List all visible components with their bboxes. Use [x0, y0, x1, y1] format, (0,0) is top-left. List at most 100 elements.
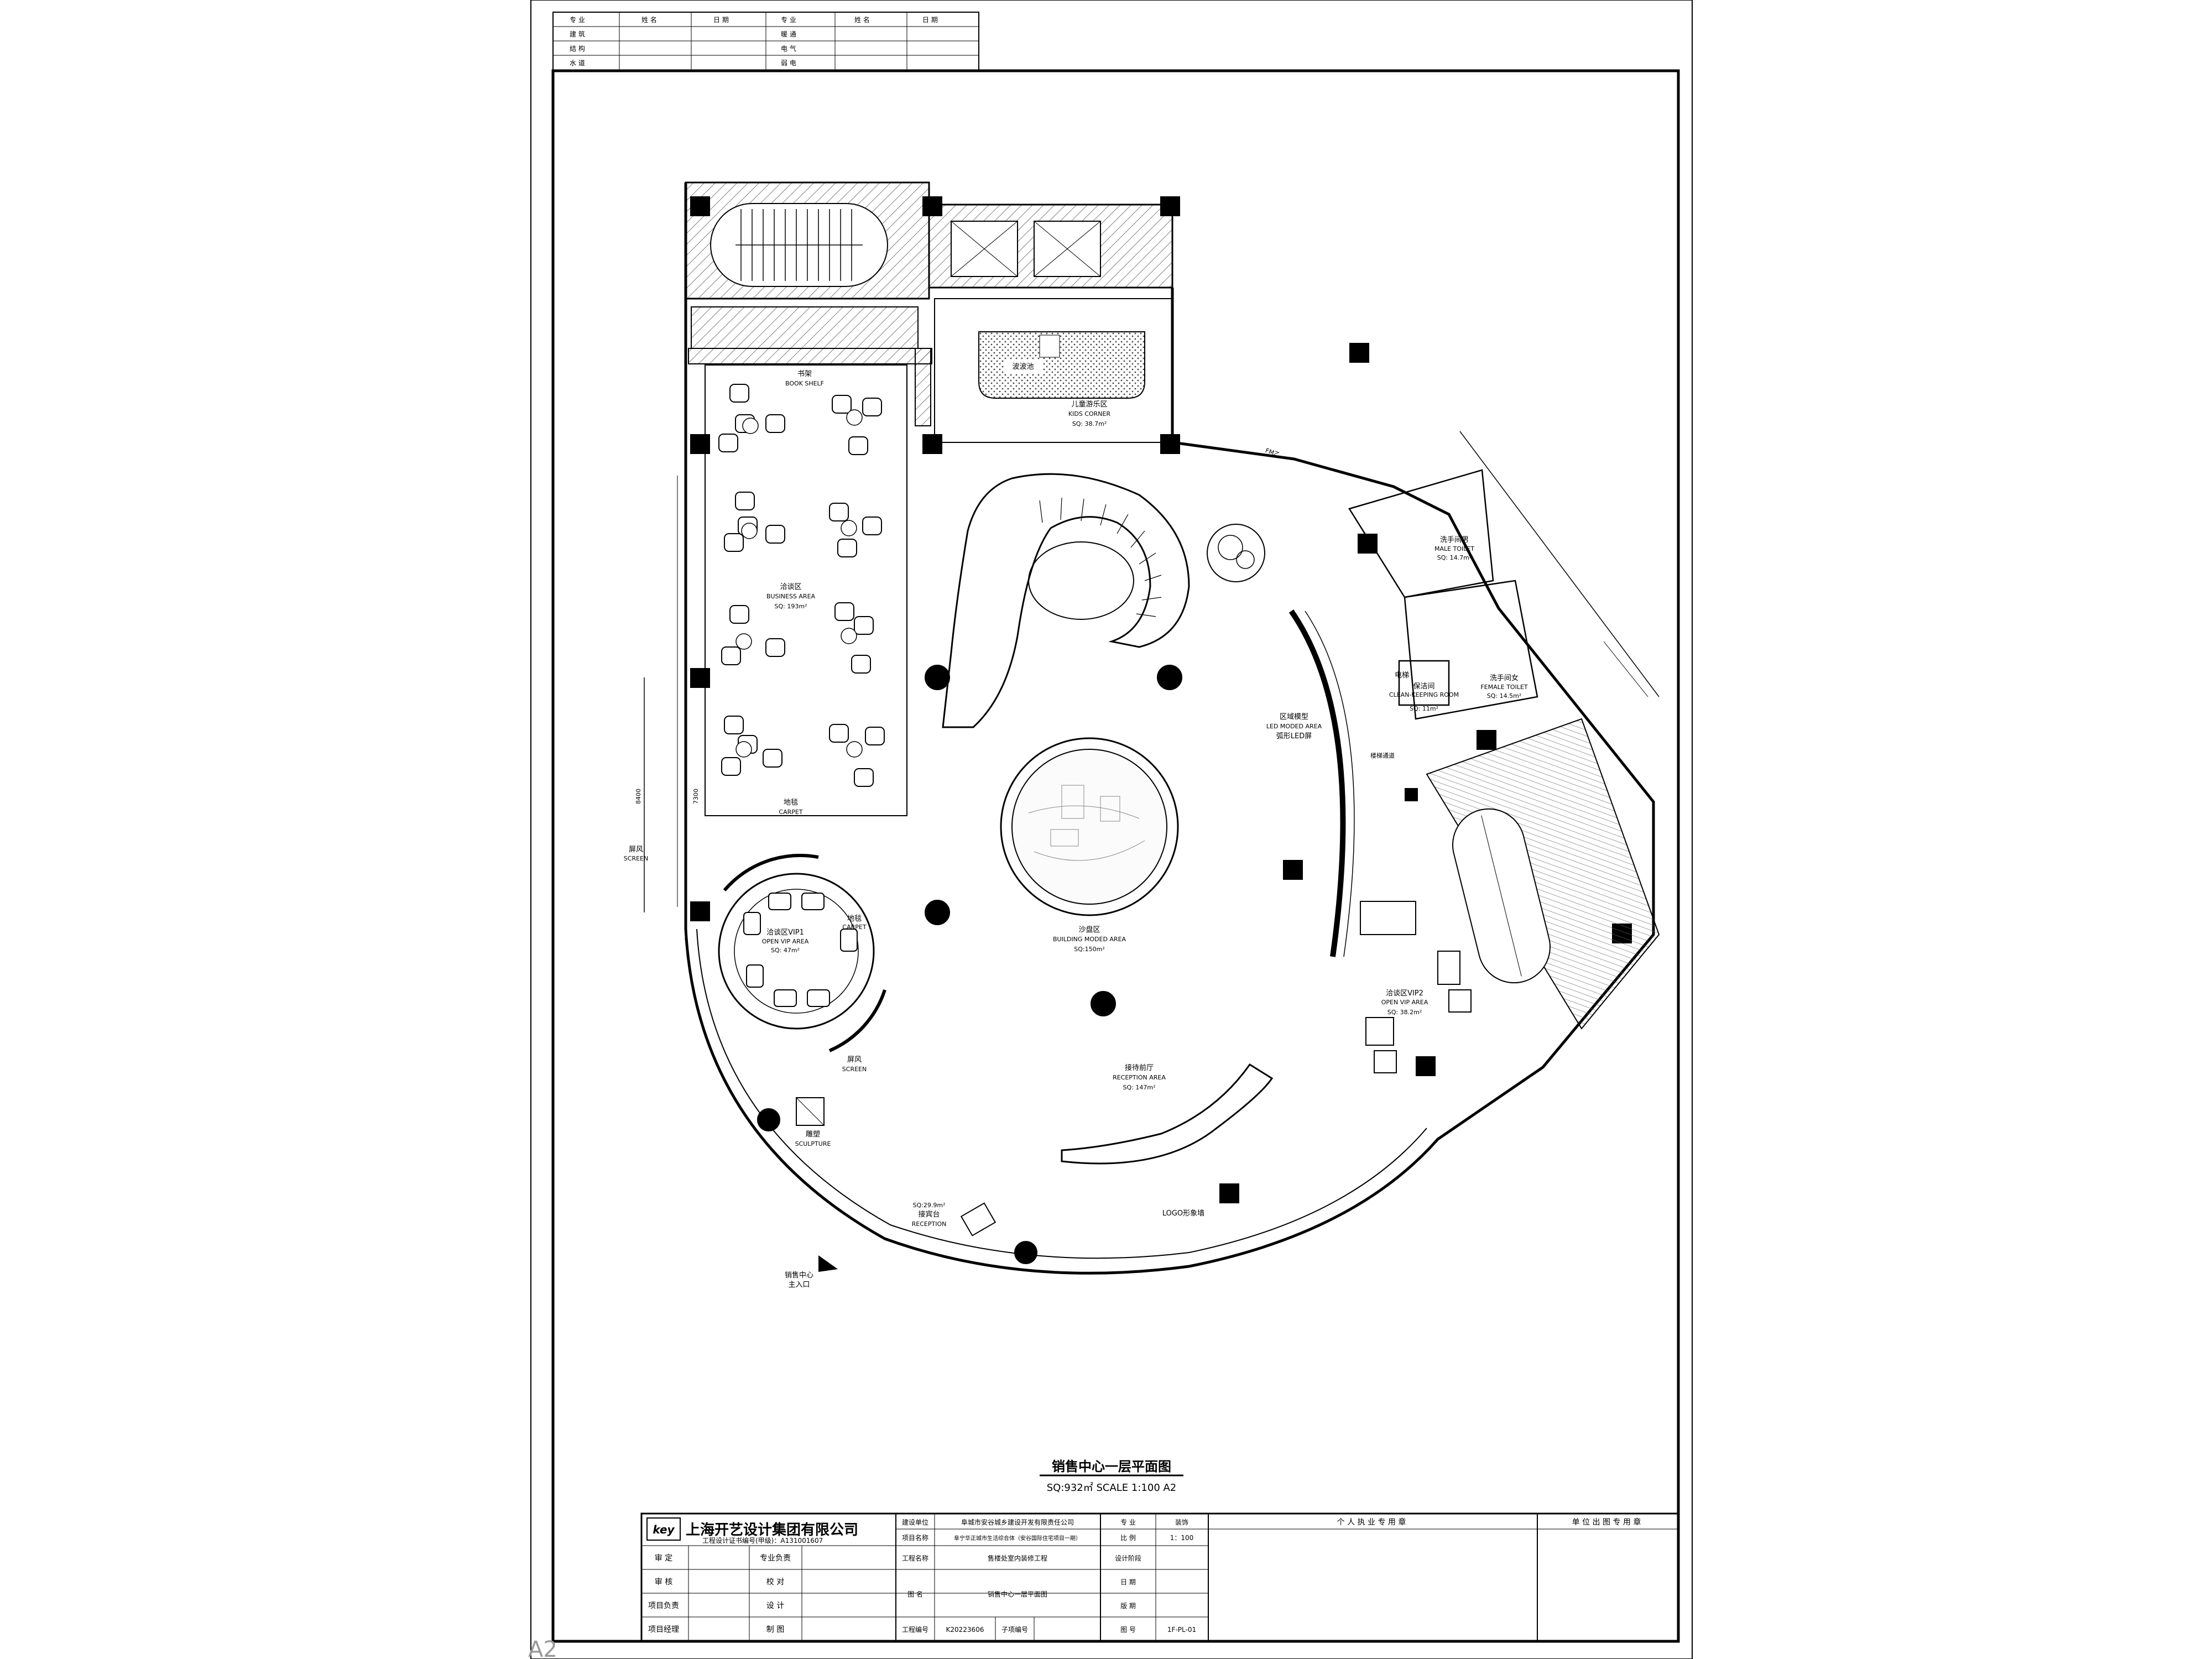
drawing-no-label: 图 号: [1120, 1626, 1136, 1634]
female-toilet-label-cn: 洗手间女: [1490, 674, 1519, 682]
male-toilet-label-en: MALE TOILET: [1434, 545, 1474, 552]
female-toilet-label-en: FEMALE TOILET: [1480, 684, 1528, 691]
scale-label: 比 例: [1120, 1534, 1136, 1542]
role-2a: 审 核: [655, 1578, 672, 1587]
entrance-label-2: 主入口: [788, 1281, 810, 1289]
eng-no-label: 工程编号: [902, 1625, 928, 1634]
vip1-label-sq: SQ: 47m²: [771, 947, 800, 954]
company-name: 上海开艺设计集团有限公司: [686, 1521, 858, 1538]
plant-planter: [1207, 524, 1265, 582]
reception-hall-label-cn: 接待前厅: [1125, 1063, 1154, 1072]
screen-left-label-cn: 屏风: [629, 846, 643, 854]
hdr-col-3: 日 期: [713, 16, 729, 24]
version-label: 版 期: [1120, 1602, 1136, 1610]
model-area-outer: [1000, 737, 1179, 916]
build-unit-label: 建设单位: [902, 1518, 928, 1526]
plan-subtitle: SQ:932㎡ SCALE 1:100 A2: [1047, 1481, 1177, 1494]
date-label: 日 期: [1120, 1578, 1136, 1586]
toilet-block: [1348, 469, 1538, 720]
ball-pool-label: 波波池: [1012, 363, 1034, 371]
role-3b: 设 计: [766, 1601, 784, 1610]
vip1-sofas: [743, 893, 858, 1007]
business-tables: [735, 409, 863, 758]
sculpture-label-en: SCULPTURE: [795, 1140, 831, 1147]
hdr-row1-a: 建 筑: [570, 30, 585, 38]
led-label-cn2: 弧形LED屏: [1276, 732, 1312, 740]
title-block: 个 人 执 业 专 用 章 单 位 出 图 专 用 章 key 上海开艺设计集团…: [640, 1512, 1679, 1642]
stage-label: 设计阶段: [1115, 1554, 1141, 1562]
business-carpet: [705, 364, 907, 816]
female-toilet-label-sq: SQ: 14.5m²: [1487, 692, 1521, 700]
male-toilet-label-sq: SQ: 14.7m²: [1437, 554, 1472, 561]
major-label: 专 业: [1120, 1518, 1136, 1526]
hdr-col-4: 专 业: [781, 15, 796, 24]
carpet2-label-cn: 地毯: [847, 915, 862, 923]
role-2b: 校 对: [766, 1577, 784, 1587]
major-value: 装饰: [1175, 1519, 1188, 1526]
round-columns: [757, 665, 1182, 1264]
model-label-sq: SQ:150m²: [1074, 946, 1104, 953]
sculpture-plinth: [796, 1097, 825, 1126]
dimension-7300: 7300: [692, 789, 700, 804]
building-envelope: [684, 182, 1655, 1275]
kids-label-cn: 儿童游乐区: [1071, 400, 1107, 409]
hdr-col-2: 姓 名: [641, 15, 657, 24]
vip2-label-en: OPEN VIP AREA: [1381, 999, 1428, 1006]
corridor-label: 楼梯通道: [1370, 752, 1395, 759]
unit-seal-label: 单 位 出 图 专 用 章: [1572, 1517, 1641, 1527]
logo-wall-label: LOGO形象墙: [1162, 1209, 1204, 1218]
project-name: 阜宁华正城市生活综合体（安谷国际住宅项目一期）: [954, 1535, 1081, 1542]
carpet-label-cn: 地毯: [784, 799, 798, 807]
hdr-row2-a: 结 构: [570, 44, 585, 53]
square-columns: [690, 196, 1632, 1203]
role-4a: 项目经理: [648, 1625, 679, 1634]
vip2-label-cn: 洽谈区VIP2: [1386, 989, 1423, 998]
vip1-lounge: [718, 873, 875, 1030]
sub-no-label: 子项编号: [1001, 1625, 1028, 1634]
model-area-inner: [1011, 749, 1167, 905]
entrance-label-1: 销售中心: [785, 1271, 813, 1280]
screen2-label-cn: 屏风: [847, 1056, 862, 1064]
eng-no: K20223606: [946, 1626, 984, 1634]
sheet-size-label: A2: [528, 1637, 557, 1659]
hdr-col-6: 日 期: [922, 16, 938, 24]
hdr-row1-b: 暖 通: [781, 30, 796, 38]
reception-label-en: RECEPTION: [912, 1220, 947, 1228]
sheet-border: [530, 0, 1693, 1659]
hdr-row3-b: 弱 电: [781, 59, 796, 67]
hdr-row3-a: 水 道: [570, 59, 585, 67]
vip1-label-cn: 洽谈区VIP1: [766, 928, 804, 937]
scale-value: 1：100: [1170, 1534, 1194, 1542]
personal-seal-label: 个 人 执 业 专 用 章: [1337, 1517, 1406, 1527]
project-name-label: 项目名称: [902, 1533, 928, 1542]
vip2-label-sq: SQ: 38.2m²: [1387, 1009, 1422, 1016]
book-shelf-label-cn: 书架: [797, 370, 812, 378]
company-logo-text: key: [653, 1523, 675, 1536]
reception-front-counter: [1061, 1063, 1274, 1165]
reception-label-cn: 接宾台: [918, 1210, 940, 1219]
drawing-no: 1F-PL-01: [1167, 1626, 1196, 1634]
model-label-cn: 沙盘区: [1078, 925, 1100, 934]
reception-hall-label-en: RECEPTION AREA: [1113, 1074, 1166, 1081]
entrance-arrow-icon: [818, 1255, 838, 1272]
curtain-wall: [696, 928, 1427, 1259]
vip2-furniture: [1360, 901, 1472, 1073]
hdr-col-5: 姓 名: [854, 15, 870, 24]
business-chairs: [718, 384, 885, 787]
stair-treads: [735, 209, 863, 281]
reception-desk: [960, 1202, 997, 1237]
kids-label-sq: SQ: 38.7m²: [1072, 420, 1107, 427]
carpet-label-en: CARPET: [779, 808, 802, 816]
cleaning-label-cn: 保洁间: [1413, 682, 1434, 691]
business-label-cn: 洽谈区: [780, 583, 801, 591]
screen-left-label-en: SCREEN: [624, 855, 648, 862]
male-toilet-label-cn: 洗手间男: [1440, 536, 1469, 544]
company-cert: 工程设计证书编号(甲级)：A131001607: [702, 1536, 823, 1545]
signature-table: 专 业 姓 名 日 期 专 业 姓 名 日 期 建 筑 暖 通 结 构 电 气 …: [552, 12, 979, 71]
drawing-name: 销售中心一层平面图: [988, 1590, 1047, 1598]
company-logo: [646, 1517, 681, 1541]
cleaning-label-en: CLEAN-KEEPING ROOM: [1389, 691, 1459, 698]
engineering-label: 工程名称: [902, 1554, 928, 1562]
business-label-sq: SQ: 193m²: [775, 603, 807, 610]
